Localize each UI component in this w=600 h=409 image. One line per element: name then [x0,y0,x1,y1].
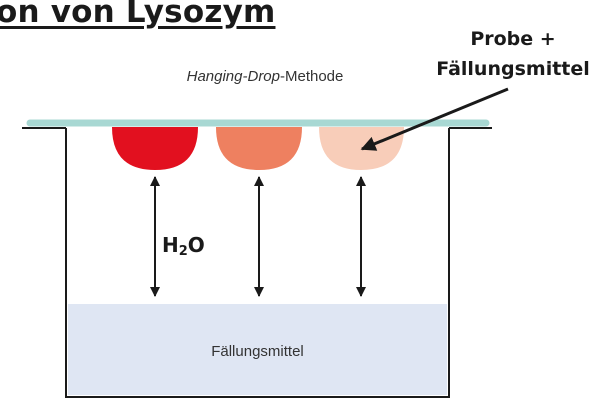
reservoir-label: Fällungsmittel [211,343,304,360]
callout-line-2: Fällungsmittel [436,58,590,80]
method-name-italic: Hanging-Drop [186,68,280,85]
water-label-h: H [162,233,179,257]
drop-1 [112,127,198,170]
well-container [65,128,450,398]
callout-line-1: Probe + [470,28,556,50]
callout-arrow [360,87,509,151]
water-label: H2O [162,233,205,259]
page-title: on von Lysozym [0,0,276,30]
sample-callout: Probe + Fällungsmittel [428,24,598,84]
drop-3 [319,127,404,170]
water-label-subscript: 2 [178,244,188,259]
reservoir-liquid [68,304,447,395]
water-label-o: O [187,233,205,257]
method-caption: Hanging-Drop-Methode [120,68,410,85]
method-name-suffix: -Methode [280,68,344,85]
drop-2 [216,127,302,170]
